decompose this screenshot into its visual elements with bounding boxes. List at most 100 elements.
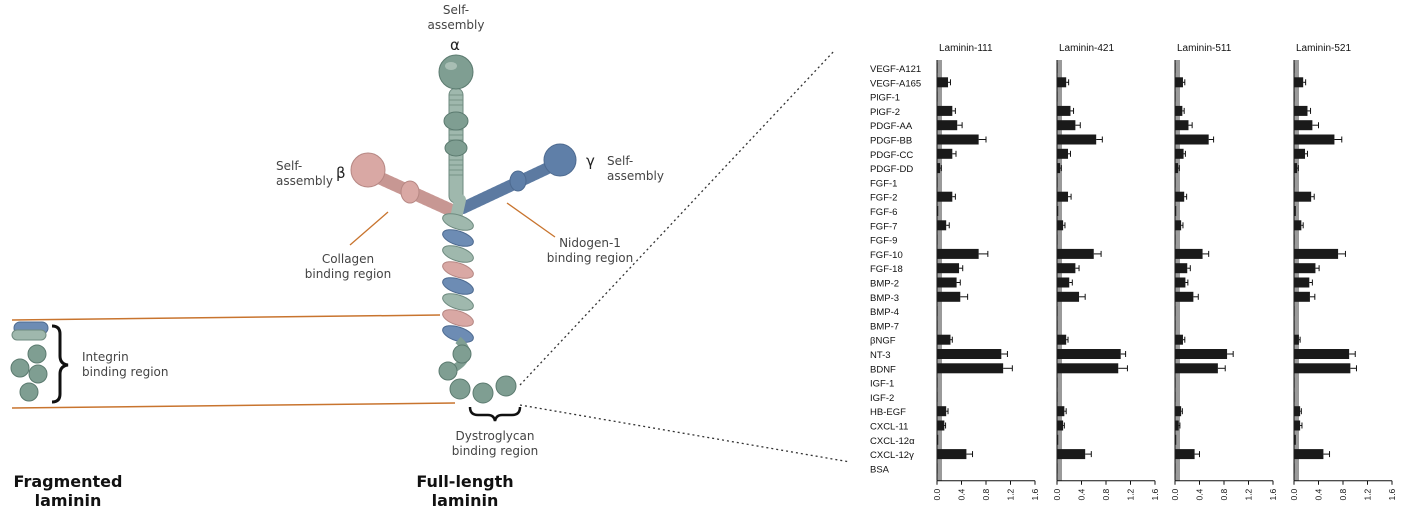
growth-factor-chart: VEGF-A121VEGF-A165PlGF-1PlGF-2PDGF-AAPDG…	[870, 43, 1397, 501]
x-tick-label: 0.8	[1338, 488, 1348, 500]
dystroglycan-brace	[468, 406, 522, 422]
panel-title: Laminin-521	[1296, 43, 1351, 54]
bar	[937, 377, 938, 388]
alpha-self-assembly-label: Self- assembly	[427, 3, 485, 32]
category-label: PDGF-BB	[870, 136, 912, 147]
category-label: BMP-3	[870, 293, 899, 304]
fragmented-laminin	[10, 321, 49, 402]
bar	[1294, 206, 1296, 216]
category-label: PDGF-AA	[870, 121, 913, 132]
x-tick-label: 1.6	[1268, 488, 1278, 500]
bar	[937, 291, 961, 302]
bar	[1057, 177, 1058, 188]
bar	[1175, 206, 1177, 216]
x-tick-label: 0.0	[1170, 488, 1180, 500]
bar	[1175, 220, 1182, 231]
x-tick-label: 0.0	[932, 488, 942, 500]
bar	[1175, 377, 1176, 388]
fragment-connector-bottom	[11, 402, 456, 409]
category-label: BMP-4	[870, 307, 899, 318]
bar	[1057, 234, 1058, 245]
bar	[1294, 363, 1351, 374]
bar	[1057, 206, 1059, 216]
bar	[1294, 320, 1295, 331]
bar	[1175, 248, 1203, 259]
category-label: BSA	[870, 464, 890, 475]
dystroglycan-label: Dystroglycan binding region	[451, 429, 539, 458]
bar	[1294, 105, 1308, 116]
category-label: FGF-18	[870, 264, 903, 275]
category-label: VEGF-A121	[870, 64, 921, 75]
bar	[1057, 420, 1064, 431]
bar	[1175, 406, 1182, 417]
bar	[937, 220, 947, 231]
full-length-laminin-title: Full-length laminin	[416, 472, 514, 510]
bar	[937, 177, 938, 188]
bar	[1175, 91, 1176, 102]
category-label: BMP-7	[870, 321, 899, 332]
bar	[1294, 277, 1310, 288]
collagen-pointer	[349, 211, 389, 246]
bar	[937, 77, 949, 88]
bar	[937, 163, 941, 174]
bar	[1294, 191, 1312, 202]
bar	[1175, 105, 1183, 116]
bar	[1175, 177, 1176, 188]
integrin-label: Integrin binding region	[82, 350, 169, 379]
category-label: IGF-1	[870, 379, 894, 390]
bar	[1294, 220, 1302, 231]
gamma-symbol: γ	[586, 152, 595, 170]
bar	[1057, 291, 1080, 302]
bar	[1294, 349, 1350, 359]
bar	[937, 349, 1002, 359]
bar	[1057, 191, 1069, 202]
x-tick-label: 0.4	[1314, 488, 1324, 500]
bar	[1175, 63, 1176, 73]
coiled-coil	[442, 194, 474, 343]
bar	[937, 320, 938, 331]
bar	[1057, 220, 1064, 231]
bar	[937, 391, 938, 402]
bar	[1294, 63, 1295, 73]
bar	[1057, 434, 1059, 445]
bar	[937, 434, 939, 445]
bar	[1294, 391, 1295, 402]
fragment-connector-top	[11, 314, 441, 321]
x-tick-label: 0.4	[1077, 488, 1087, 500]
bar	[1057, 363, 1119, 374]
category-label: HB-EGF	[870, 407, 906, 418]
category-label: FGF-6	[870, 207, 897, 218]
x-tick-label: 1.2	[1126, 488, 1136, 500]
bar	[1294, 234, 1295, 245]
bar	[1294, 163, 1298, 174]
zoom-line-bottom	[519, 404, 851, 463]
bar	[1057, 63, 1058, 73]
bar	[1294, 406, 1301, 417]
bar	[937, 248, 979, 259]
nidogen-label: Nidogen-1 binding region	[546, 236, 634, 265]
bar	[1175, 320, 1176, 331]
bar	[1057, 148, 1069, 159]
x-tick-label: 0.8	[1101, 488, 1111, 500]
bar	[937, 463, 938, 474]
bar	[937, 134, 979, 145]
bar	[937, 420, 945, 431]
x-tick-label: 1.2	[1244, 488, 1254, 500]
bar	[937, 63, 938, 73]
bar	[1175, 234, 1176, 245]
category-label: PlGF-1	[870, 93, 900, 104]
bar	[1175, 148, 1184, 159]
x-tick-label: 0.8	[981, 488, 991, 500]
panel-title: Laminin-511	[1177, 43, 1232, 54]
category-label: CXCL-12α	[870, 436, 915, 447]
bar	[937, 277, 957, 288]
category-label: VEGF-A165	[870, 78, 921, 89]
bar	[1057, 320, 1058, 331]
bar	[1294, 134, 1335, 145]
bar	[1294, 291, 1310, 302]
category-label: PDGF-DD	[870, 164, 913, 175]
bar	[1057, 406, 1065, 417]
zoom-line-top	[519, 49, 836, 386]
category-label: PDGF-CC	[870, 150, 913, 161]
